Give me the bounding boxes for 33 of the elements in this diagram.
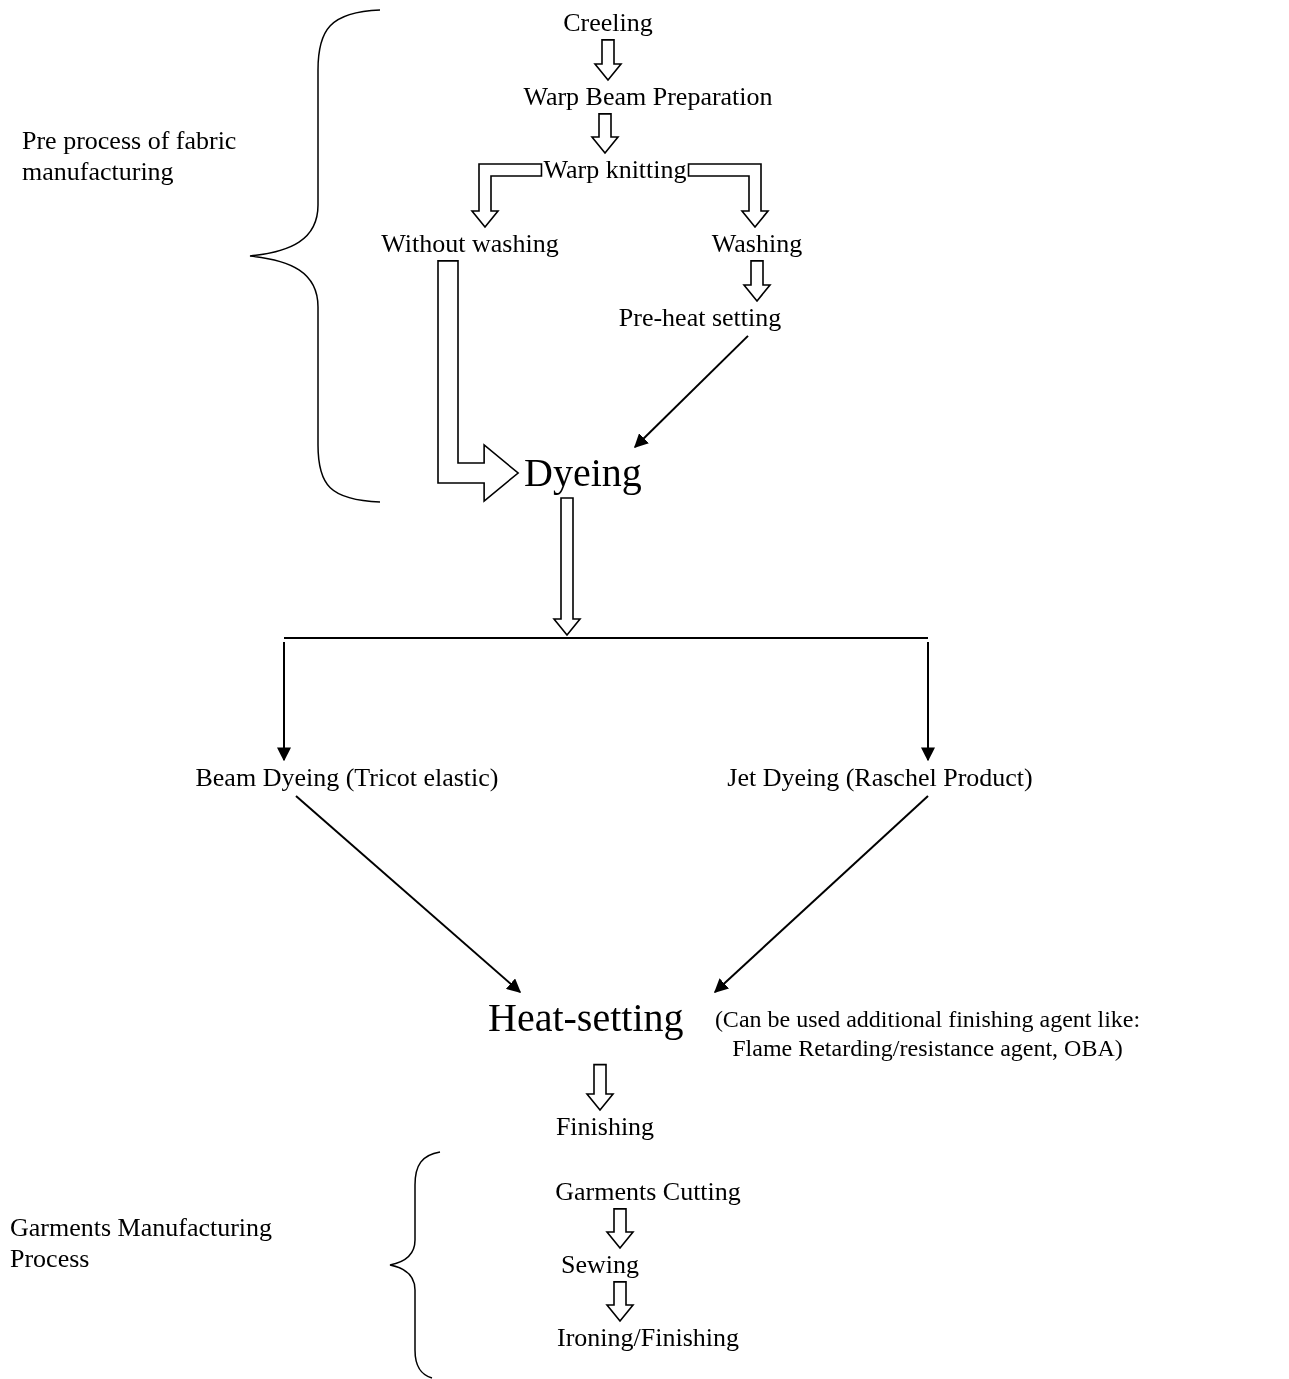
hollow-arrow bbox=[552, 497, 582, 637]
step-text: Dyeing bbox=[524, 450, 642, 496]
step-text: Washing bbox=[711, 229, 803, 259]
step-text: Without washing bbox=[381, 229, 559, 259]
step-text: Warp knitting bbox=[543, 155, 687, 185]
hollow-arrow bbox=[605, 1208, 635, 1250]
arrow bbox=[295, 794, 522, 993]
step-text: Jet Dyeing (Raschel Product) bbox=[727, 763, 1033, 793]
hollow-arrow bbox=[437, 260, 520, 503]
step-text: Beam Dyeing (Tricot elastic) bbox=[195, 763, 499, 793]
hollow-arrow bbox=[585, 1063, 615, 1112]
step-note: (Can be used additional finishing agent like: Flame Retarding/resistance agent, OBA) bbox=[713, 1005, 1142, 1063]
step-text: Creeling bbox=[563, 8, 653, 38]
hollow-arrow bbox=[605, 1281, 635, 1323]
hollow-arrow bbox=[470, 163, 543, 229]
split-line bbox=[284, 637, 928, 639]
step-text: Garments Cutting bbox=[555, 1177, 741, 1207]
step-text: Pre-heat setting bbox=[618, 303, 782, 333]
arrow bbox=[921, 641, 935, 762]
group-label: Pre process of fabric manufacturing bbox=[22, 125, 238, 188]
step-text: Warp Beam Preparation bbox=[523, 82, 773, 112]
hollow-arrow bbox=[742, 260, 772, 303]
arrow bbox=[634, 334, 749, 448]
hollow-arrow bbox=[590, 113, 620, 155]
hollow-arrow bbox=[593, 39, 623, 82]
step-text: Ironing/Finishing bbox=[557, 1323, 739, 1353]
group-label: Garments Manufacturing Process bbox=[10, 1212, 274, 1275]
arrow bbox=[277, 641, 291, 762]
step-text: Finishing bbox=[555, 1112, 655, 1142]
step-text: Sewing bbox=[561, 1250, 639, 1280]
step-text: Heat-setting bbox=[488, 995, 684, 1041]
hollow-arrow bbox=[687, 163, 770, 229]
arrow bbox=[713, 794, 929, 993]
